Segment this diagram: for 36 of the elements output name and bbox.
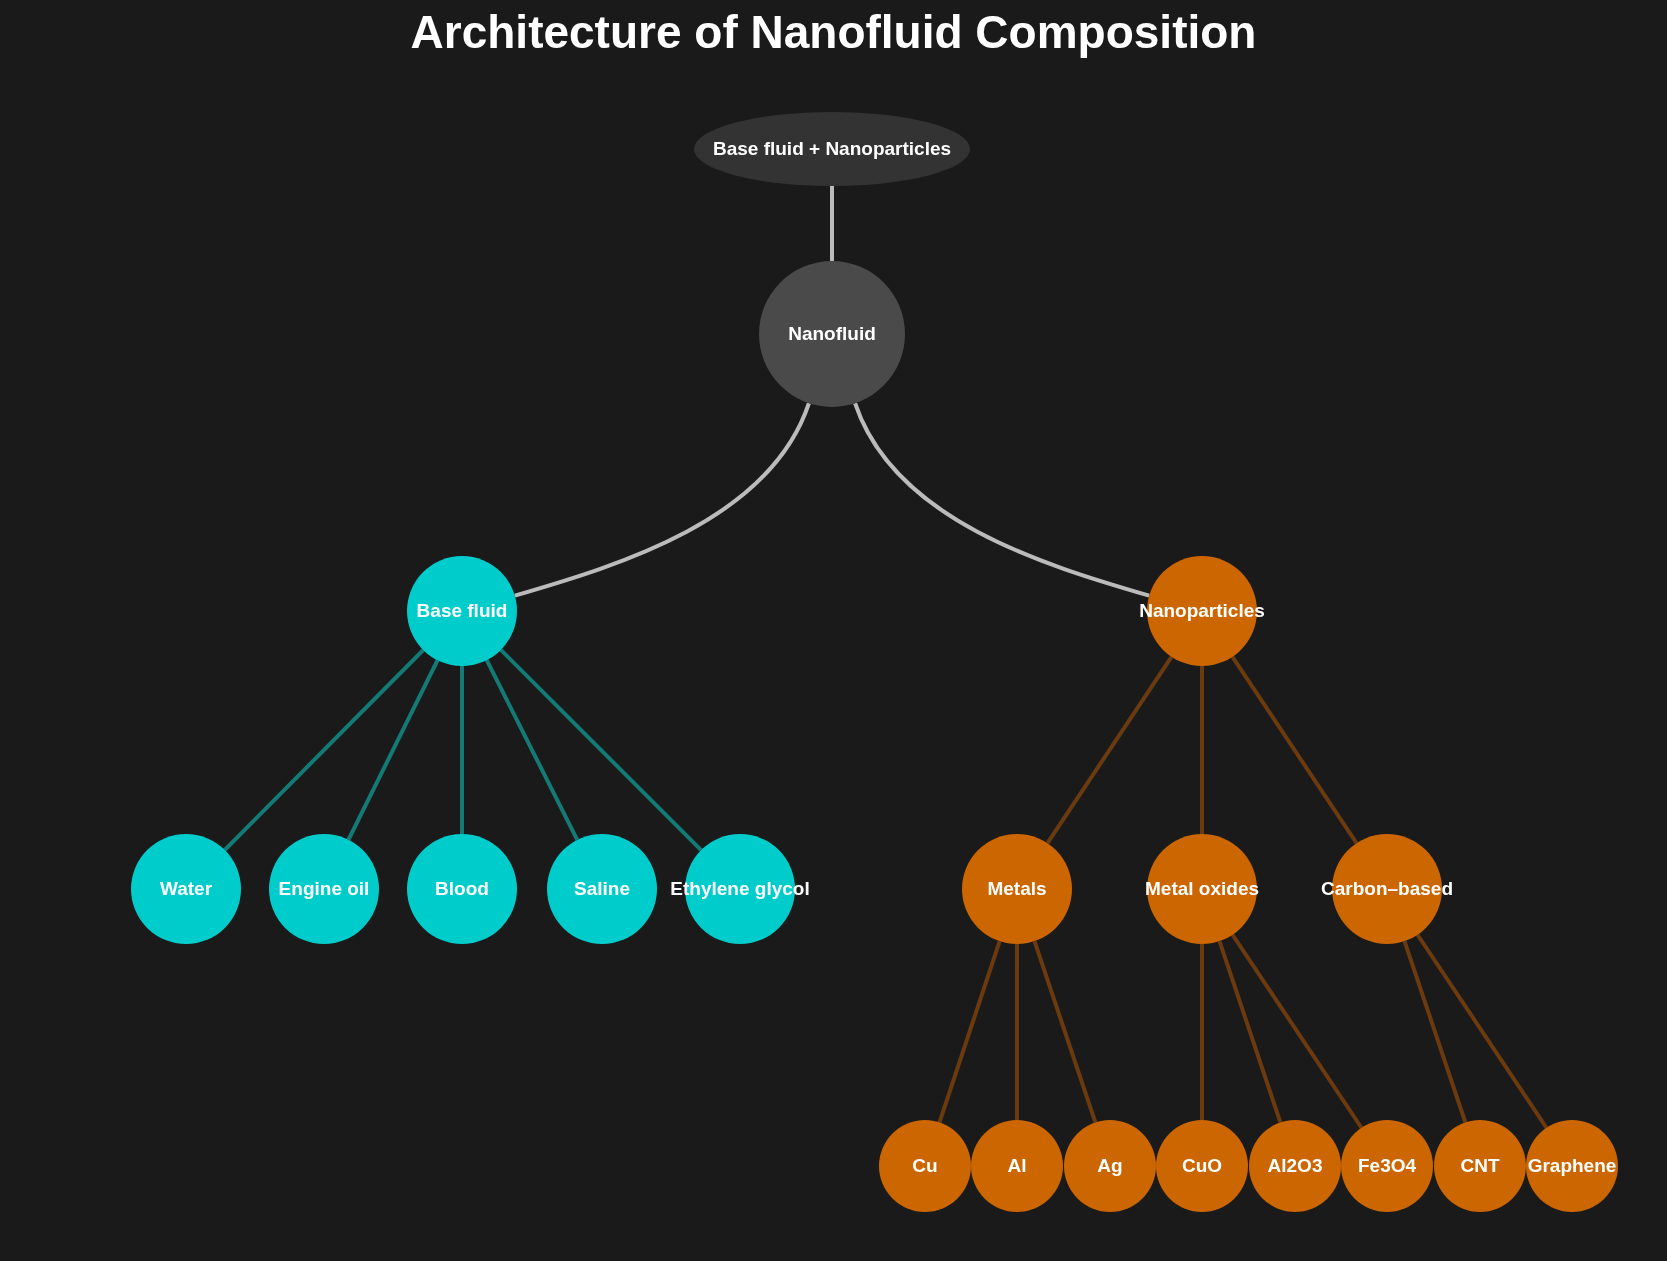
node-label: Cu [912,1155,938,1177]
connector-line [1217,940,1283,1124]
node-label: Base fluid [416,600,508,622]
connector-line [460,666,464,834]
connector-line [499,648,703,852]
connector-line [514,402,811,598]
connector-line [1032,940,1098,1124]
connector-line [1015,944,1019,1120]
connector-line [346,659,440,841]
node-label: Graphene [1527,1155,1617,1177]
node-label: Metals [987,878,1047,900]
connector-line [853,402,1150,598]
node-label: Fe3O4 [1357,1155,1417,1177]
connector-line [484,659,580,841]
node-label: CNT [1460,1155,1500,1177]
connector-line [830,186,834,261]
connector-line [1402,940,1468,1124]
connector-line [1200,944,1204,1120]
node-label: Al [1007,1155,1027,1177]
connector-line [937,940,1002,1123]
connector-line [1045,655,1174,845]
node-label: CuO [1181,1155,1223,1177]
node-label: Nanofluid [788,323,876,345]
node-label: Al2O3 [1267,1155,1323,1177]
connector-line [1415,933,1549,1129]
node-label: Blood [435,878,489,900]
node-label: Engine oil [278,878,370,900]
node-label: Water [159,878,213,900]
connector-line [1230,655,1359,845]
connector-line [1230,933,1364,1129]
node-label: Saline [574,878,630,900]
node-label: Base fluid + Nanoparticles [712,138,952,160]
diagram-title: Architecture of Nanofluid Composition [410,5,1257,60]
connector-line [1200,666,1204,834]
node-label: Ag [1097,1155,1123,1177]
connector-line [223,648,425,852]
